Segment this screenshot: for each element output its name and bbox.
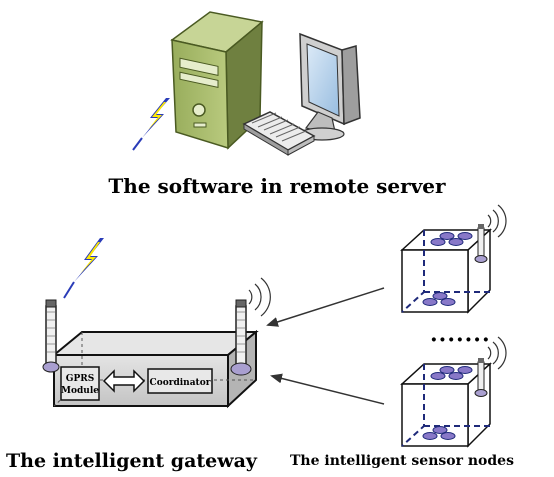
more-nodes-ellipsis: ······· [430, 327, 491, 353]
gprs-label-line1: GPRS [66, 374, 94, 384]
sensor-node [400, 204, 507, 314]
wifi-signal-icon [248, 277, 271, 317]
gateway-caption: The intelligent gateway [6, 450, 257, 472]
antenna-icon [474, 358, 488, 397]
double-arrow-icon [102, 369, 146, 393]
sensor-nodes-caption: The intelligent sensor nodes [290, 453, 514, 469]
wifi-signal-icon [487, 204, 507, 238]
monitor-icon [299, 32, 361, 141]
wifi-signal-icon [487, 336, 507, 370]
antenna-icon [230, 299, 252, 376]
arrow-node-to-gateway [270, 373, 385, 405]
computer-tower-icon [170, 11, 264, 150]
keyboard-icon [242, 111, 316, 156]
antenna-icon [42, 299, 60, 373]
coordinator-module: Coordinator [147, 368, 213, 394]
intelligent-gateway: GPRS Module Coordinator [42, 277, 271, 409]
remote-server-computer [170, 11, 361, 156]
antenna-icon [474, 224, 488, 263]
sensor-node [400, 336, 507, 448]
gprs-label-line2: Module [61, 386, 99, 396]
lightning-icon [63, 238, 104, 299]
arrow-node-to-gateway [266, 287, 385, 327]
lightning-icon [132, 98, 170, 151]
server-caption: The software in remote server [108, 174, 446, 198]
coordinator-label: Coordinator [150, 378, 211, 388]
gprs-module: GPRS Module [60, 366, 100, 401]
